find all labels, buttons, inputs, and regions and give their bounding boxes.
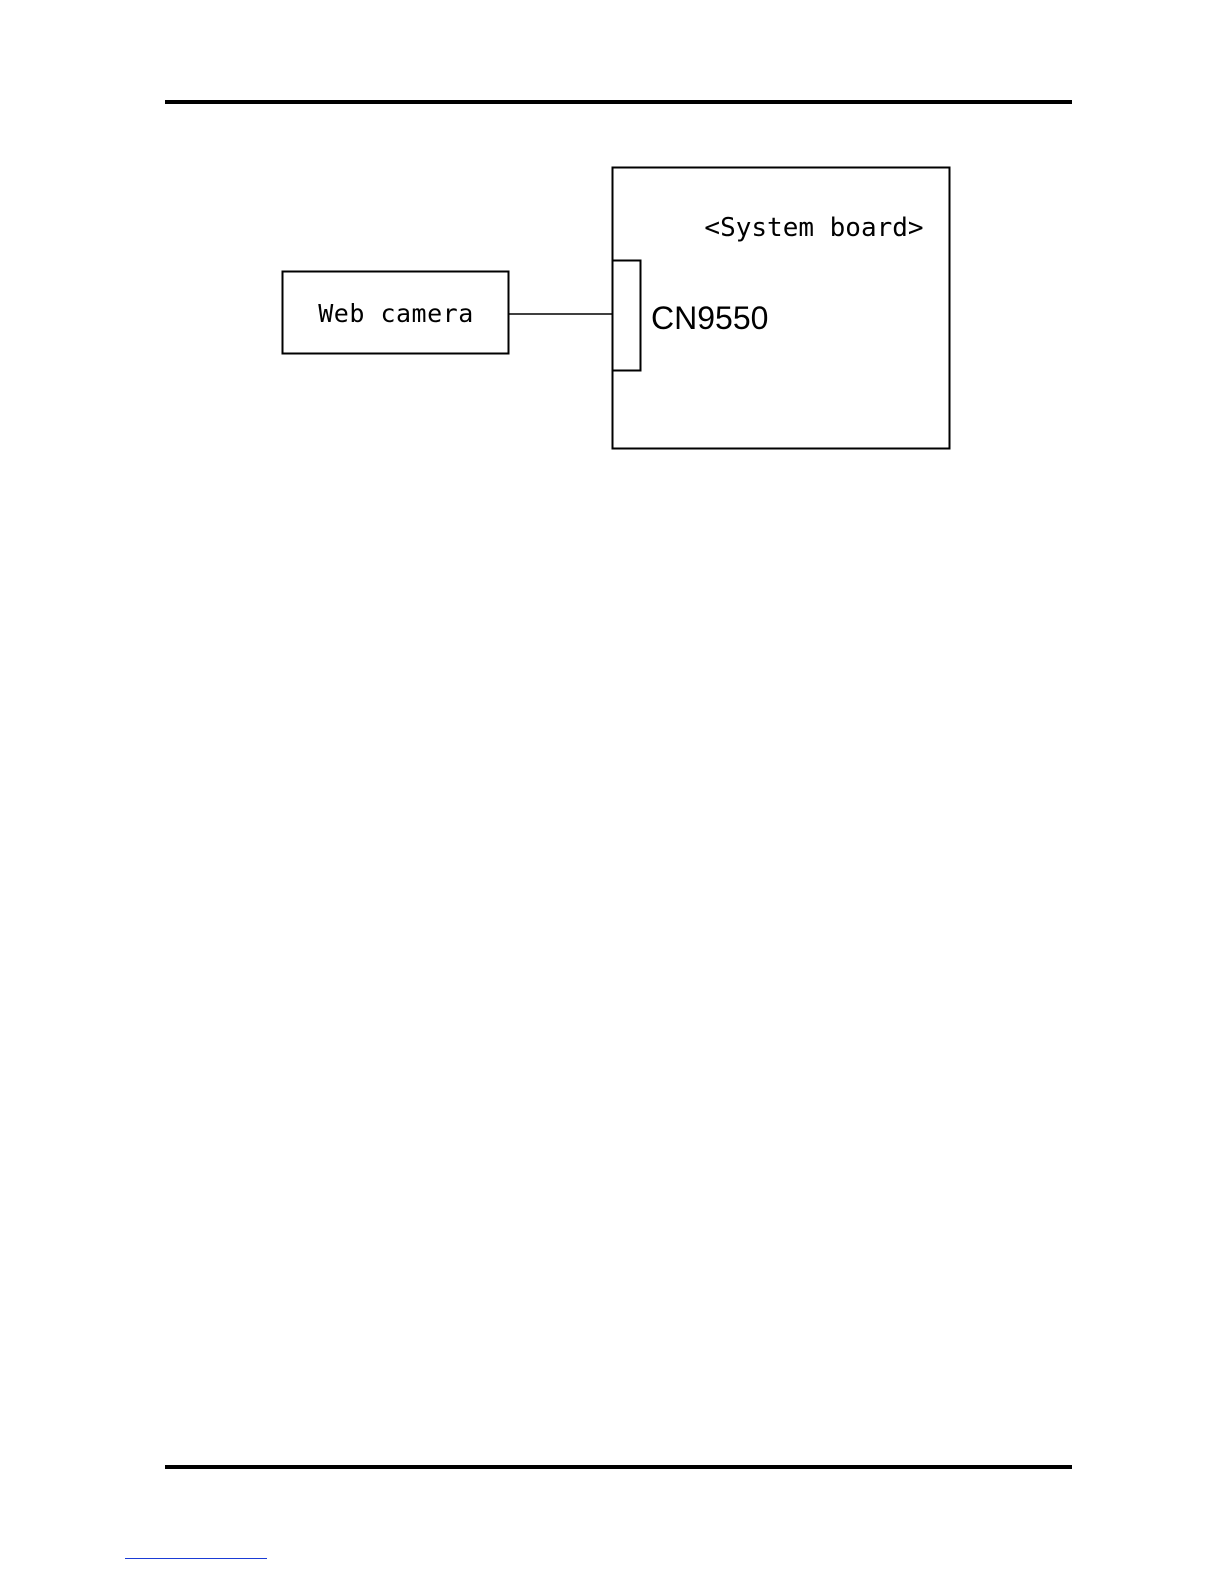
- footer-rule: [165, 1465, 1072, 1469]
- footer-link-underline: [125, 1558, 267, 1559]
- connector-box: [613, 261, 641, 371]
- web-camera-node: Web camera: [283, 272, 509, 354]
- connector-label: CN9550: [651, 300, 768, 336]
- web-camera-label: Web camera: [318, 299, 474, 328]
- system-board-label: <System board>: [704, 213, 923, 243]
